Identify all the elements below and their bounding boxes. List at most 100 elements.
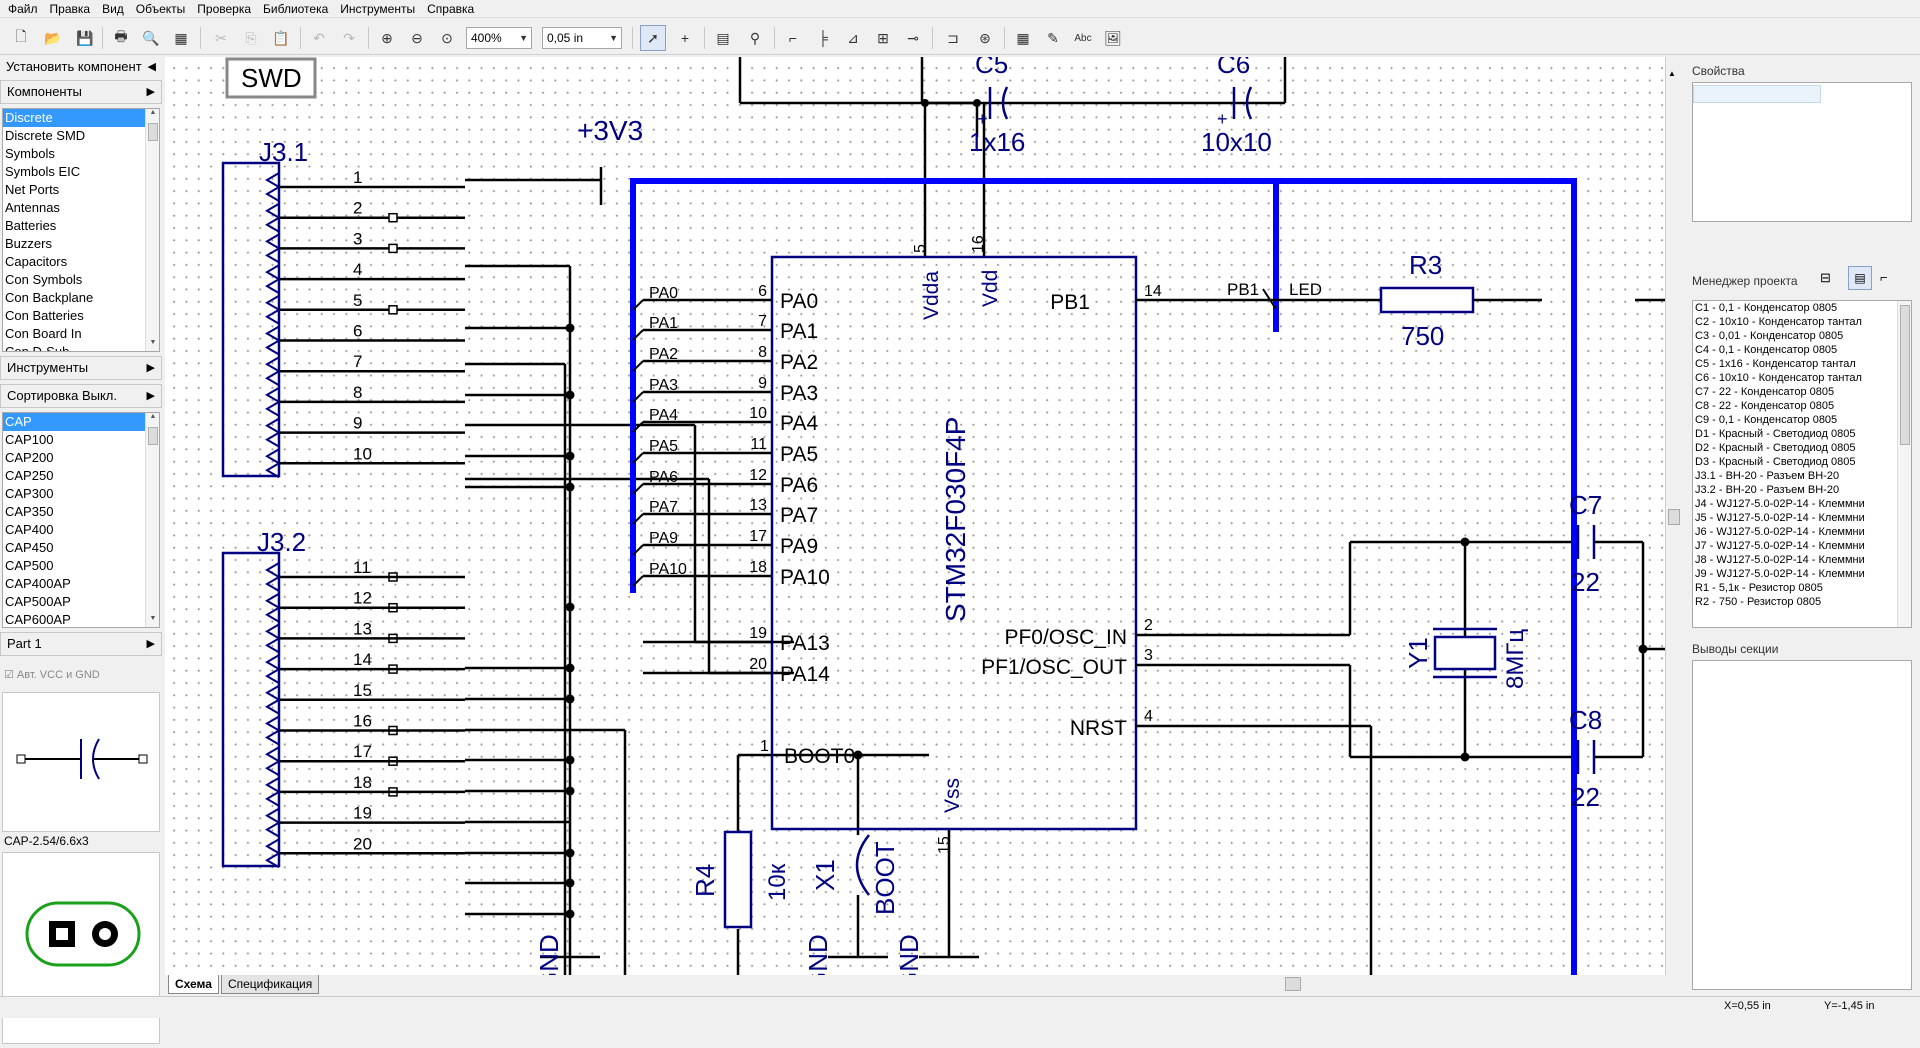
menu-item[interactable]: Библиотека bbox=[263, 1, 329, 16]
components-view-icon[interactable]: ▤ bbox=[1848, 266, 1872, 290]
components-dropdown[interactable]: Компоненты▶ bbox=[0, 80, 162, 104]
project-manager-list[interactable]: C1 - 0,1 - Конденсатор 0805 C2 - 10x10 - … bbox=[1692, 300, 1912, 628]
print-icon[interactable]: 🖶 bbox=[114, 28, 128, 44]
library-group-item[interactable]: Buzzers bbox=[5, 236, 52, 251]
zoom-fit-icon[interactable]: ⊙ bbox=[441, 29, 453, 46]
junction-icon[interactable]: ⊸ bbox=[907, 29, 919, 46]
bus-net-label[interactable]: PA5 bbox=[649, 438, 678, 455]
menu-item[interactable]: Справка bbox=[427, 1, 475, 16]
net-label-led[interactable]: LED bbox=[1289, 280, 1322, 299]
library-group-item[interactable]: Con Symbols bbox=[5, 272, 83, 287]
part-item[interactable]: CAP400AP bbox=[5, 576, 71, 591]
library-group-item[interactable]: Con Backplane bbox=[5, 290, 94, 305]
project-item[interactable]: R1 - 5,1к - Резистор 0805 bbox=[1695, 582, 1823, 594]
library-group-item[interactable]: Con Board In bbox=[5, 326, 82, 341]
project-item[interactable]: J6 - WJ127-5.0-02P-14 - Клеммни bbox=[1695, 526, 1865, 538]
canvas-horizontal-scrollbar[interactable] bbox=[165, 975, 1665, 995]
project-item[interactable]: C1 - 0,1 - Конденсатор 0805 bbox=[1695, 302, 1838, 314]
bus-icon[interactable]: ╞ bbox=[818, 30, 828, 46]
component-icon[interactable]: ▤ bbox=[716, 29, 730, 46]
menu-item[interactable]: Проверка bbox=[197, 1, 252, 16]
install-component-header[interactable]: Установить компонент◀ bbox=[0, 56, 162, 80]
save-icon[interactable]: 💾 bbox=[76, 29, 94, 46]
bus-entry-icon[interactable]: ⊿ bbox=[847, 29, 859, 46]
menu-item[interactable]: Файл bbox=[8, 1, 38, 16]
menu-item[interactable]: Вид bbox=[102, 1, 124, 16]
zoom-select[interactable]: 400%▼ bbox=[466, 27, 532, 49]
project-item[interactable]: C3 - 0,01 - Конденсатор 0805 bbox=[1695, 330, 1844, 342]
project-item[interactable]: C8 - 22 - Конденсатор 0805 bbox=[1695, 400, 1835, 412]
bus-net-label[interactable]: PA7 bbox=[649, 499, 678, 516]
menu-item[interactable]: Инструменты bbox=[340, 1, 416, 16]
project-item[interactable]: C7 - 22 - Конденсатор 0805 bbox=[1695, 386, 1835, 398]
sheet-tab[interactable]: Спецификация bbox=[220, 975, 320, 994]
collapse-tree-icon[interactable]: ⊟ bbox=[1820, 270, 1831, 285]
project-item[interactable]: J8 - WJ127-5.0-02P-14 - Клеммни bbox=[1695, 554, 1865, 566]
project-item[interactable]: J7 - WJ127-5.0-02P-14 - Клеммни bbox=[1695, 540, 1865, 552]
copy-icon[interactable]: ⎘ bbox=[245, 29, 257, 46]
bus-net-label[interactable]: PA1 bbox=[649, 315, 678, 332]
project-item[interactable]: D1 - Красный - Светодиод 0805 bbox=[1695, 428, 1856, 440]
schematic-drawing[interactable]: C5 1x16 C6 10x10 + + SWD +3V3 1234567891… bbox=[165, 57, 1665, 975]
tools-dropdown[interactable]: Инструменты▶ bbox=[0, 356, 162, 380]
library-group-item[interactable]: Con D-Sub bbox=[5, 344, 70, 352]
project-item[interactable]: D2 - Красный - Светодиод 0805 bbox=[1695, 442, 1856, 454]
part-item[interactable]: CAP600AP bbox=[5, 612, 71, 627]
grid-select[interactable]: 0,05 in▼ bbox=[542, 27, 622, 49]
print-preview-icon[interactable]: 🔍 bbox=[142, 29, 160, 46]
part-item[interactable]: CAP450 bbox=[5, 540, 54, 555]
library-group-item[interactable]: Symbols EIC bbox=[5, 164, 81, 179]
library-group-item[interactable]: Con Batteries bbox=[5, 308, 84, 323]
menu-item[interactable]: Объекты bbox=[135, 1, 186, 16]
resistor-r3[interactable] bbox=[1379, 286, 1475, 314]
project-item[interactable]: J5 - WJ127-5.0-02P-14 - Клеммни bbox=[1695, 512, 1865, 524]
sheet-tab[interactable]: Схема bbox=[168, 975, 219, 994]
port-icon[interactable]: ⊐ bbox=[947, 29, 959, 46]
part-dropdown[interactable]: Part 1▶ bbox=[0, 632, 162, 656]
ic-stm32-body[interactable] bbox=[770, 255, 1138, 831]
net-label-icon[interactable]: ⊞ bbox=[877, 29, 889, 46]
project-item[interactable]: C6 - 10x10 - Конденсатор тантал bbox=[1695, 372, 1862, 384]
part-item[interactable]: CAP300 bbox=[5, 486, 54, 501]
project-item[interactable]: J3.2 - BH-20 - Разъем BH-20 bbox=[1695, 484, 1840, 496]
project-item[interactable]: R2 - 750 - Резистор 0805 bbox=[1695, 596, 1822, 608]
open-folder-icon[interactable]: 📂 bbox=[44, 29, 62, 46]
table-icon[interactable]: ▦ bbox=[1016, 29, 1030, 46]
properties-box[interactable] bbox=[1692, 82, 1912, 222]
project-item[interactable]: C4 - 0,1 - Конденсатор 0805 bbox=[1695, 344, 1838, 356]
calculator-icon[interactable]: ▦ bbox=[174, 29, 188, 46]
bus-lines[interactable] bbox=[630, 178, 1577, 975]
library-group-item[interactable]: Batteries bbox=[5, 218, 57, 233]
bus-net-label[interactable]: PA10 bbox=[649, 561, 687, 578]
part-item[interactable]: CAP250 bbox=[5, 468, 54, 483]
crosshair-icon[interactable]: + bbox=[680, 30, 690, 46]
library-group-item[interactable]: Capacitors bbox=[5, 254, 68, 269]
project-item[interactable]: C5 - 1x16 - Конденсатор тантал bbox=[1695, 358, 1856, 370]
wire-icon[interactable]: ⌐ bbox=[788, 30, 798, 46]
project-item[interactable]: C9 - 0,1 - Конденсатор 0805 bbox=[1695, 414, 1838, 426]
image-icon[interactable]: 🖼 bbox=[1104, 29, 1122, 46]
auto-vcc-checkbox[interactable]: ☑ Авт. VCC и GND bbox=[4, 669, 100, 681]
library-group-item[interactable]: Net Ports bbox=[5, 182, 60, 197]
parts-scrollbar[interactable]: ▲ ▼ bbox=[145, 413, 159, 627]
text-abc-icon[interactable]: Abc bbox=[1074, 32, 1092, 44]
bus-net-label[interactable]: PA4 bbox=[649, 407, 678, 424]
nets-view-icon[interactable]: ⌐ bbox=[1880, 270, 1888, 285]
project-item[interactable]: J9 - WJ127-5.0-02P-14 - Клеммни bbox=[1695, 568, 1865, 580]
library-group-item[interactable]: Discrete SMD bbox=[5, 128, 86, 143]
wires[interactable] bbox=[465, 57, 1665, 975]
part-item[interactable]: CAP bbox=[3, 413, 159, 431]
project-item[interactable]: C2 - 10x10 - Конденсатор тантал bbox=[1695, 316, 1862, 328]
redo-icon[interactable]: ↷ bbox=[343, 29, 355, 46]
paste-icon[interactable]: 📋 bbox=[272, 29, 290, 46]
power-icon[interactable]: ⊛ bbox=[979, 29, 991, 46]
sort-dropdown[interactable]: Сортировка Выкл.▶ bbox=[0, 384, 162, 408]
net-label-pb1[interactable]: PB1 bbox=[1227, 280, 1259, 299]
zoom-in-icon[interactable]: ⊕ bbox=[381, 29, 393, 46]
button-x1[interactable] bbox=[855, 834, 870, 896]
menu-item[interactable]: Правка bbox=[49, 1, 91, 16]
library-group-item[interactable]: Antennas bbox=[5, 200, 60, 215]
cut-icon[interactable]: ✂ bbox=[215, 29, 227, 46]
